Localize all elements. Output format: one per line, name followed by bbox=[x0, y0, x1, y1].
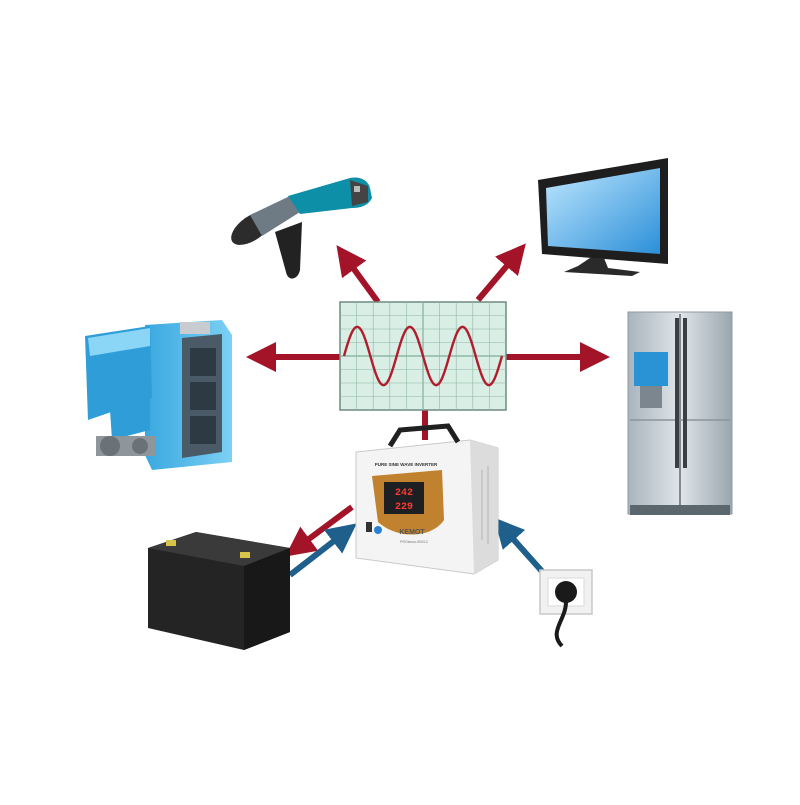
oscilloscope-screen bbox=[339, 301, 507, 411]
input-arrow-from-battery bbox=[288, 523, 357, 578]
inverter-model-text: PROsinus-500/12 bbox=[400, 540, 428, 544]
inverter-display-bottom: 229 bbox=[395, 502, 413, 513]
pellet-boiler-icon bbox=[85, 320, 232, 470]
inverter-power-button bbox=[374, 526, 382, 534]
sine-wave bbox=[342, 325, 504, 387]
output-arrow-to-grinder bbox=[336, 245, 381, 304]
inverter-unit: 242 229 PURE SINE WAVE INVERTER KEMOT PR… bbox=[355, 423, 499, 575]
output-arrow-to-battery bbox=[285, 504, 354, 557]
refrigerator-icon bbox=[627, 311, 733, 515]
input-arrow-from-socket bbox=[494, 517, 551, 580]
battery-icon bbox=[148, 532, 290, 650]
angle-grinder-icon bbox=[231, 177, 372, 279]
flat-tv-icon bbox=[538, 158, 668, 276]
wall-socket-icon bbox=[539, 569, 593, 648]
inverter-panel-title: PURE SINE WAVE INVERTER bbox=[375, 462, 438, 467]
output-arrow-to-tv bbox=[475, 243, 526, 302]
inverter-brand: KEMOT bbox=[399, 529, 425, 536]
inverter-display-top: 242 bbox=[395, 488, 413, 499]
